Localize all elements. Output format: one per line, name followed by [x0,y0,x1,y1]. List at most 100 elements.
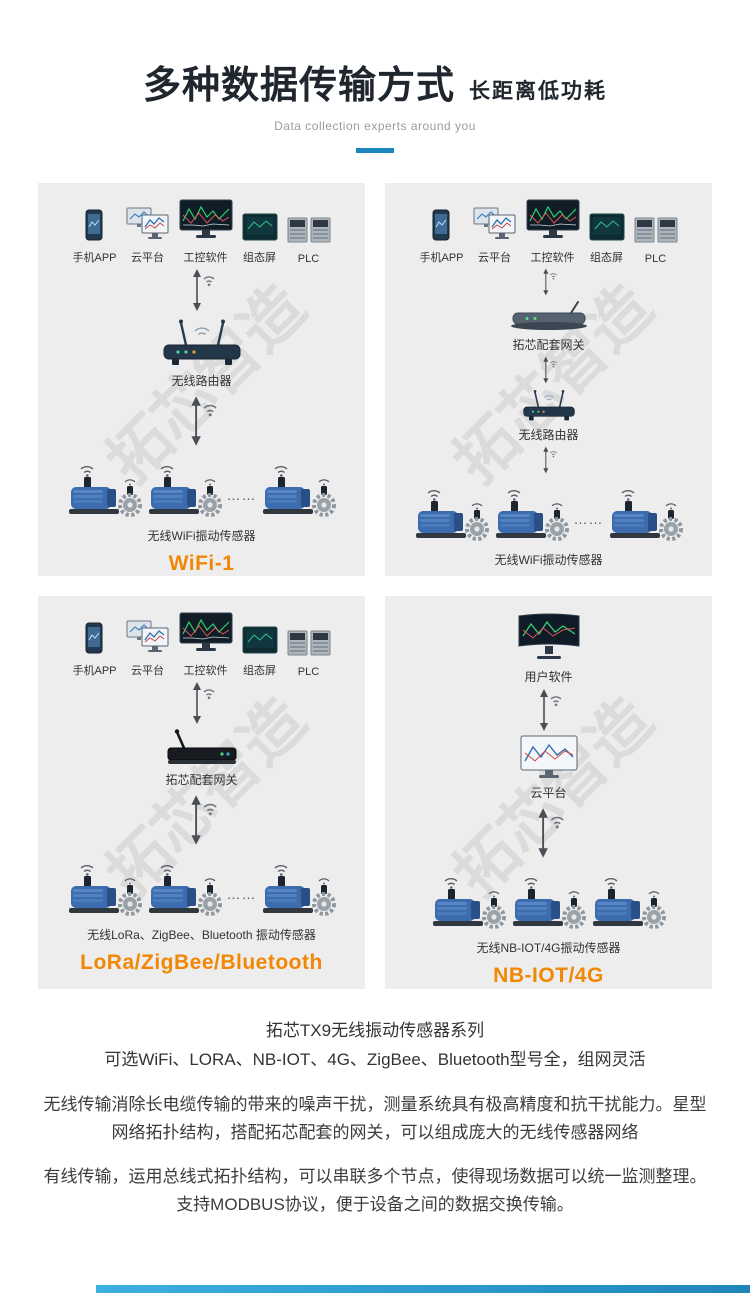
wireless-router [154,315,250,369]
panel-title: NB-IOT/4G [493,964,604,987]
device-label: 用户软件 [524,670,573,684]
motor-vibration-sensor-icon [432,878,506,929]
user-software-monitor [517,612,581,662]
device-label: 手机APP [419,252,464,264]
device-label: 云平台 [131,665,164,677]
router-label: 无线路由器 [171,374,232,388]
ellipsis: …… [573,511,604,527]
sensor-label: 无线WiFi振动传感器 [494,553,603,567]
arrow-with-signal-icon [192,269,214,311]
vibration-sensor-group [261,858,337,918]
router-label: 无线路由器 [518,428,579,442]
hmi-screen-icon [242,213,278,246]
panel-wifi-2: 拓芯智造 手机APP 云平台 [385,183,712,576]
footer: 拓芯TX9无线振动传感器系列 可选WiFi、LORA、NB-IOT、4G、Zig… [0,1017,750,1219]
device-label: 手机APP [72,665,117,677]
hmi-screen-icon [589,213,625,246]
device-phone-app: 手机APP [72,622,117,678]
motor-vibration-sensor-icon [512,878,586,929]
vibration-sensor-group [511,871,587,931]
vibration-sensor-group [147,858,223,918]
series-heading: 拓芯TX9无线振动传感器系列 可选WiFi、LORA、NB-IOT、4G、Zig… [0,1017,750,1075]
device-label: 工控软件 [183,252,228,264]
cloud-monitors-icon [126,620,170,659]
device-hmi-panel: 组态屏 [242,213,278,265]
device-label: PLC [297,666,320,678]
cloud-monitors-icon [473,207,517,246]
vibration-sensor-group [261,459,337,519]
page-subtitle: 长距离低功耗 [469,80,607,103]
gateway-icon [510,301,587,330]
bottom-accent-bar [96,1285,750,1293]
device-scada-software: 工控软件 [526,199,580,265]
device-cloud-platform: 云平台 [473,207,517,265]
arrow-with-signal-icon [542,446,557,474]
vibration-sensor-group [608,483,684,543]
sensor-row: …… [67,459,337,519]
link-arrow [535,356,563,384]
sensor-row: …… [414,483,684,543]
motor-vibration-sensor-icon [609,490,683,541]
panel-title: WiFi-2 [516,568,582,576]
gateway-antenna-icon [167,729,236,764]
link-arrow [185,681,219,725]
page-title: 多种数据传输方式 [142,65,455,107]
device-hmi-panel: 组态屏 [242,626,278,678]
motor-vibration-sensor-icon [148,466,222,517]
series-subtitle: 可选WiFi、LORA、NB-IOT、4G、ZigBee、Bluetooth型号… [104,1049,646,1069]
cloud-label: 云平台 [530,786,567,800]
accent-dash [356,148,394,153]
tagline: Data collection experts around you [274,119,476,133]
link-arrow [535,268,563,296]
motor-vibration-sensor-icon [68,865,142,916]
ellipsis: …… [226,487,257,503]
device-label: 组态屏 [590,252,623,264]
plc-modules-icon [287,628,331,663]
device-hmi-panel: 组态屏 [589,213,625,265]
device-label: 组态屏 [243,665,276,677]
cloud-platform-monitor [520,735,578,781]
plc-modules-icon [634,215,678,250]
device-row: 手机APP 云平台 [419,199,677,265]
title-line: 多种数据传输方式 长距离低功耗 [0,54,750,109]
link-arrow [182,392,222,450]
hmi-screen-icon [242,626,278,659]
arrow-with-signal-icon [542,268,557,296]
smartphone-icon [85,209,103,246]
industrial-monitor-icon [179,612,233,659]
sensor-row: …… [67,858,337,918]
device-phone-app: 手机APP [419,209,464,265]
sensor-label: 无线LoRa、ZigBee、Bluetooth 振动传感器 [87,928,316,942]
panel-nbiot-4g: 拓芯智造 用户软件 云平台 [385,596,712,989]
device-cloud-platform: 云平台 [126,620,170,678]
device-label: 云平台 [478,252,511,264]
vibration-sensor-group [67,858,143,918]
cloud-monitor-icon [520,735,577,778]
device-label: 工控软件 [530,252,575,264]
curved-monitor-icon [518,613,579,659]
panel-title: LoRa/ZigBee/Bluetooth [80,951,323,974]
device-label: 工控软件 [183,665,228,677]
ellipsis: …… [226,886,257,902]
device-row: 手机APP 云平台 [72,199,330,265]
device-label: PLC [644,253,667,265]
device-scada-software: 工控软件 [179,612,233,678]
motor-vibration-sensor-icon [262,865,336,916]
link-arrow [185,268,219,312]
motor-vibration-sensor-icon [592,878,666,929]
vibration-sensor-group [431,871,507,931]
wireless-router-icon [163,319,240,365]
link-arrow [182,791,222,849]
motor-vibration-sensor-icon [495,490,569,541]
plc-modules-icon [287,215,331,250]
panel-wifi-1: 拓芯智造 手机APP 云平台 [38,183,365,576]
link-arrow [535,446,563,474]
device-plc: PLC [634,215,678,265]
device-cloud-platform: 云平台 [126,207,170,265]
vibration-sensor-group [67,459,143,519]
wired-paragraph: 有线传输，运用总线式拓扑结构，可以串联多个节点，使得现场数据可以统一监测整理。支… [43,1166,707,1214]
panels-grid: 拓芯智造 手机APP 云平台 [0,183,750,989]
motor-vibration-sensor-icon [68,466,142,517]
motor-vibration-sensor-icon [262,466,336,517]
